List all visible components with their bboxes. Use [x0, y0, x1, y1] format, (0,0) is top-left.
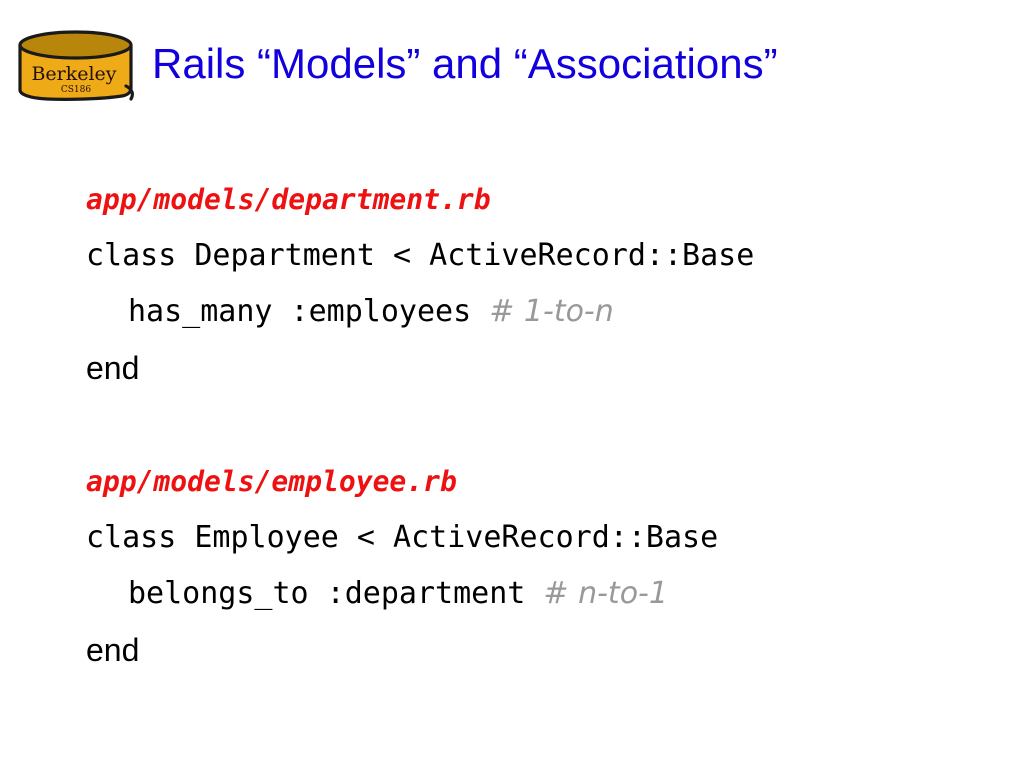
page-title: Rails “Models” and “Associations” — [152, 40, 778, 87]
code-block-department: app/models/department.rb class Departmen… — [86, 172, 966, 396]
code-comment: # 1-to-n — [489, 294, 614, 329]
code-body: app/models/department.rb class Departmen… — [86, 172, 966, 678]
slide-header: Berkeley CS186 Rails “Models” and “Assoc… — [0, 0, 1024, 118]
code-comment: # n-to-1 — [543, 576, 668, 611]
code-line-belongs-to: belongs_to :department # n-to-1 — [86, 566, 966, 622]
code-line-class-employee: class Employee < ActiveRecord::Base — [86, 520, 719, 555]
code-line-end-employee: end — [86, 632, 140, 668]
filename-employee: app/models/employee.rb — [86, 465, 457, 498]
svg-text:CS186: CS186 — [61, 85, 92, 95]
block-separator — [86, 396, 966, 454]
code-line-end-department: end — [86, 350, 140, 386]
code-block-employee: app/models/employee.rb class Employee < … — [86, 454, 966, 678]
berkeley-cs186-cylinder-logo: Berkeley CS186 — [14, 28, 140, 102]
code-line-class-department: class Department < ActiveRecord::Base — [86, 238, 755, 273]
svg-text:Berkeley: Berkeley — [31, 63, 116, 85]
code-text: has_many :employees — [128, 294, 490, 329]
code-line-has-many: has_many :employees # 1-to-n — [86, 284, 966, 340]
code-text: belongs_to :department — [128, 576, 544, 611]
filename-department: app/models/department.rb — [86, 183, 491, 216]
